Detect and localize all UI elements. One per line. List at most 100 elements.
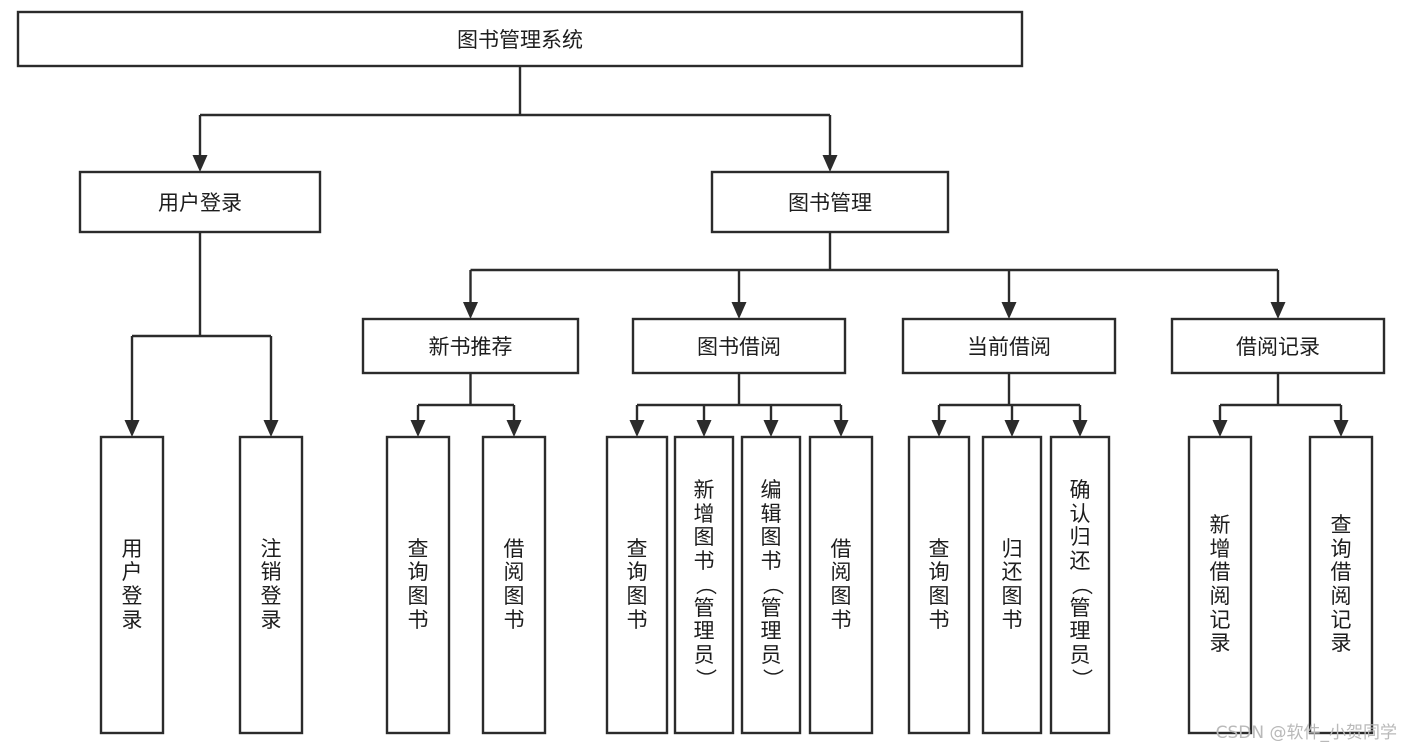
label-char: 查 xyxy=(1330,513,1352,538)
label-char: 借 xyxy=(1330,560,1352,585)
node-box-level2-1[interactable] xyxy=(710,170,950,234)
label-char: 录 xyxy=(1209,631,1231,656)
node-label-level3-3: 借阅记录 xyxy=(1236,335,1320,359)
label-char: 书 xyxy=(503,607,525,632)
node-box-leaf-2[interactable] xyxy=(385,435,451,735)
node-label-leaf-2: 查询图书 xyxy=(387,437,449,733)
label-char: 注 xyxy=(260,536,282,561)
label-char: 图 xyxy=(760,525,782,550)
node-label-leaf-1: 注销登录 xyxy=(240,437,302,733)
label-char: 询 xyxy=(928,560,950,585)
node-label-leaf-5: 新增图书（管理员） xyxy=(675,437,733,733)
label-char: 书 xyxy=(626,607,648,632)
node-box-level3-2[interactable] xyxy=(901,317,1117,375)
arrow-head-icon xyxy=(1333,420,1349,437)
node-label-leaf-3: 借阅图书 xyxy=(483,437,545,733)
label-char: 图 xyxy=(1001,584,1023,608)
arrow-head-icon xyxy=(463,302,478,319)
node-label-leaf-6: 编辑图书（管理员） xyxy=(742,437,800,733)
label-char: 用 xyxy=(121,536,143,561)
label-char: 阅 xyxy=(503,560,525,585)
label-char: 理 xyxy=(1069,619,1091,644)
node-label-leaf-8: 查询图书 xyxy=(909,437,969,733)
node-box-level3-1[interactable] xyxy=(631,317,847,375)
label-char: 销 xyxy=(260,560,282,585)
node-label-level3-0: 新书推荐 xyxy=(428,335,513,359)
node-box-leaf-10[interactable] xyxy=(1049,435,1111,735)
node-label-leaf-12: 查询借阅记录 xyxy=(1310,437,1372,733)
arrow-head-icon xyxy=(1212,420,1228,437)
label-char: 查 xyxy=(626,536,648,561)
node-box-leaf-0[interactable] xyxy=(99,435,165,735)
boxes-layer xyxy=(16,10,1386,735)
label-char: 借 xyxy=(503,536,525,561)
node-label-level3-1: 图书借阅 xyxy=(697,335,781,359)
label-char: 记 xyxy=(1330,607,1352,632)
label-char: 理 xyxy=(693,619,715,644)
arrow-head-icon xyxy=(931,420,947,437)
label-char: 增 xyxy=(693,501,715,526)
label-char: 书 xyxy=(928,607,950,632)
connectors-layer xyxy=(124,66,1349,437)
label-char: 书 xyxy=(830,607,852,632)
label-char: 记 xyxy=(1209,607,1231,632)
label-char: 书 xyxy=(1001,607,1023,632)
label-char: 还 xyxy=(1001,560,1023,585)
node-label-leaf-0: 用户登录 xyxy=(101,437,163,733)
label-char: 归 xyxy=(1069,525,1091,550)
label-char: 借 xyxy=(830,536,852,561)
label-char: 阅 xyxy=(1330,584,1352,608)
label-char: 查 xyxy=(928,536,950,561)
label-char: 阅 xyxy=(1209,584,1231,608)
label-char: ） xyxy=(759,668,784,690)
arrow-head-icon xyxy=(1004,420,1020,437)
node-box-leaf-1[interactable] xyxy=(238,435,304,735)
arrow-head-icon xyxy=(763,420,779,437)
node-label-leaf-7: 借阅图书 xyxy=(810,437,872,733)
label-char: 图 xyxy=(503,584,525,608)
label-char: 询 xyxy=(1330,536,1352,561)
label-char: 录 xyxy=(121,607,143,632)
label-char: 认 xyxy=(1069,501,1091,526)
label-char: 还 xyxy=(1069,548,1091,573)
label-char: 辑 xyxy=(760,501,782,526)
node-box-leaf-9[interactable] xyxy=(981,435,1043,735)
node-box-leaf-4[interactable] xyxy=(605,435,669,735)
arrow-head-icon xyxy=(124,420,140,437)
label-char: 登 xyxy=(121,584,143,608)
node-box-level2-0[interactable] xyxy=(78,170,322,234)
label-char: 询 xyxy=(407,560,429,585)
label-char: 图 xyxy=(830,584,852,608)
node-box-leaf-8[interactable] xyxy=(907,435,971,735)
label-char: 理 xyxy=(760,619,782,644)
label-char: 员 xyxy=(693,642,715,667)
label-char: 归 xyxy=(1001,536,1023,561)
node-box-root[interactable] xyxy=(16,10,1024,68)
node-box-level3-0[interactable] xyxy=(361,317,580,375)
label-char: 户 xyxy=(121,560,143,585)
arrow-head-icon xyxy=(410,420,426,437)
node-box-leaf-5[interactable] xyxy=(673,435,735,735)
node-box-leaf-3[interactable] xyxy=(481,435,547,735)
label-char: 管 xyxy=(760,595,782,620)
node-label-level2-0: 用户登录 xyxy=(158,191,242,215)
label-char: 增 xyxy=(1209,536,1231,561)
label-char: 录 xyxy=(1330,631,1352,656)
label-char: 管 xyxy=(693,595,715,620)
node-box-leaf-6[interactable] xyxy=(740,435,802,735)
node-box-level3-3[interactable] xyxy=(1170,317,1386,375)
node-label-level3-2: 当前借阅 xyxy=(967,335,1051,359)
label-char: 借 xyxy=(1209,560,1231,585)
label-char: 查 xyxy=(407,536,429,561)
arrow-head-icon xyxy=(696,420,712,437)
node-box-leaf-11[interactable] xyxy=(1187,435,1253,735)
label-char: 编 xyxy=(760,478,782,503)
label-char: 新 xyxy=(693,478,715,503)
node-box-leaf-12[interactable] xyxy=(1308,435,1374,735)
node-label-leaf-11: 新增借阅记录 xyxy=(1189,437,1251,733)
arrow-head-icon xyxy=(1270,302,1286,319)
node-label-leaf-10: 确认归还（管理员） xyxy=(1051,437,1109,733)
label-char: 书 xyxy=(693,548,715,573)
node-box-leaf-7[interactable] xyxy=(808,435,874,735)
